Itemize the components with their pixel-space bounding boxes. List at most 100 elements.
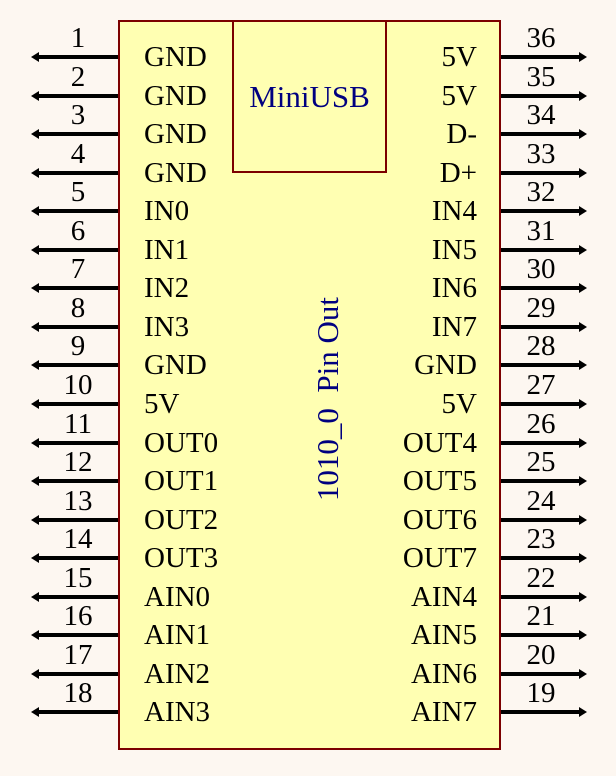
pin-line-left [38,209,118,214]
pin-line-right [501,671,579,676]
pin-line-right [501,363,579,368]
pin-tip-left [31,707,39,718]
pin-tip-left [31,668,39,679]
pin-tip-left [31,630,39,641]
pin-tip-right [579,668,587,679]
pin-tip-left [31,90,39,101]
pin-line-right [501,594,579,599]
pin-line-right [501,324,579,329]
pin-line-left [38,286,118,291]
pin-label-left: IN0 [144,195,190,228]
pin-number-right: 30 [526,253,556,286]
miniusb-label: MiniUSB [249,79,370,114]
pin-number-left: 1 [70,22,86,54]
pin-tip-left [31,591,39,602]
pin-label-left: GND [144,349,207,382]
pin-label-right: IN5 [431,233,477,266]
pin-label-left: GND [144,118,207,151]
pin-label-right: 5V [441,79,477,112]
pin-tip-left [31,52,39,62]
pin-line-right [501,55,579,59]
pin-label-left: GND [144,156,207,189]
pin-number-right: 35 [526,60,556,93]
pin-number-left: 5 [70,176,86,209]
pin-line-left [38,671,118,676]
pin-tip-left [31,476,39,487]
pin-number-left: 16 [63,600,93,633]
pin-label-left: GND [144,79,207,112]
pin-line-left [38,363,118,368]
pin-number-right: 24 [526,484,556,517]
pin-number-left: 10 [63,368,93,401]
pin-line-left [38,594,118,599]
pin-line-right [501,247,579,252]
pin-line-left [38,247,118,252]
pin-label-left: AIN2 [144,657,211,690]
pin-label-left: OUT2 [144,503,219,536]
pin-tip-left [31,167,39,178]
pin-line-left [38,132,118,137]
pin-label-right: AIN7 [410,696,477,729]
pin-number-right: 25 [526,446,556,479]
pin-line-right [501,710,579,715]
pin-label-left: GND [144,41,207,73]
pin-number-left: 6 [70,214,86,247]
pin-number-left: 18 [63,677,93,710]
pin-number-right: 21 [526,600,556,633]
pin-tip-left [31,321,39,332]
pin-label-left: OUT3 [144,542,219,575]
pin-label-right: IN6 [431,272,477,305]
pin-label-left: OUT1 [144,465,219,498]
pin-label-right: OUT5 [402,465,477,498]
pin-label-right: D+ [439,156,477,189]
pin-label-right: OUT6 [402,503,477,536]
pin-tip-left [31,437,39,448]
pin-label-right: AIN5 [410,619,477,652]
pin-number-left: 9 [70,330,86,363]
pin-line-right [501,170,579,175]
pin-number-left: 2 [70,60,86,93]
pin-label-left: IN1 [144,233,190,266]
pin-label-right: 5V [441,387,477,420]
pin-number-right: 26 [526,407,556,440]
pin-label-left: AIN0 [144,580,211,613]
pin-number-left: 13 [63,484,93,517]
pin-tip-left [31,514,39,525]
pin-line-right [501,556,579,561]
pin-number-left: 7 [70,253,86,286]
pin-number-left: 3 [70,99,86,132]
pin-tip-right [579,437,587,448]
pin-label-left: IN3 [144,310,190,343]
pin-tip-right [579,244,587,255]
pin-tip-right [579,591,587,602]
pin-line-left [38,710,118,715]
pin-label-right: 5V [441,41,477,73]
pin-number-left: 14 [63,523,93,556]
pin-tip-left [31,283,39,294]
pin-line-left [38,55,118,59]
pin-label-right: GND [414,349,477,382]
pin-line-left [38,556,118,561]
pin-line-left [38,440,118,445]
pin-tip-right [579,206,587,217]
pin-line-left [38,93,118,98]
pin-tip-left [31,360,39,371]
pin-tip-left [31,244,39,255]
pin-tip-right [579,514,587,525]
pin-label-left: AIN3 [144,696,211,729]
pin-line-right [501,401,579,406]
pin-label-right: AIN4 [410,580,477,613]
pin-line-right [501,440,579,445]
pin-line-left [38,401,118,406]
pin-tip-right [579,167,587,178]
pin-number-left: 15 [63,561,93,594]
pin-line-right [501,517,579,522]
pin-tip-right [579,476,587,487]
pin-label-right: OUT7 [402,542,477,575]
pin-number-left: 4 [70,137,86,170]
pin-tip-right [579,52,587,62]
pin-number-right: 19 [526,677,556,710]
pin-line-right [501,93,579,98]
pin-line-right [501,209,579,214]
pin-number-right: 23 [526,523,556,556]
